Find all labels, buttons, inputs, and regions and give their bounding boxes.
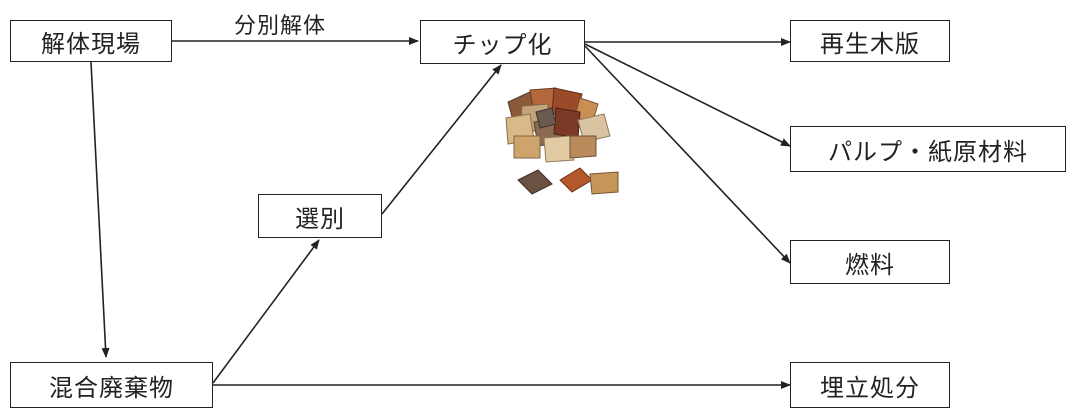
node-fuel: 燃料 bbox=[790, 240, 950, 284]
node-demolition-site: 解体現場 bbox=[10, 20, 172, 62]
arrow-chipping-to-pulp bbox=[584, 43, 791, 147]
edge-label-separate-demolition-text: 分別解体 bbox=[234, 14, 327, 39]
node-sorting: 選別 bbox=[258, 194, 382, 238]
node-chipping-label: チップ化 bbox=[452, 30, 553, 59]
node-recycled-board: 再生木版 bbox=[790, 20, 950, 62]
node-mixed-waste-label: 混合廃棄物 bbox=[49, 373, 174, 402]
arrow-demolition-to-mixed-waste bbox=[90, 61, 110, 358]
node-recycled-board-label: 再生木版 bbox=[820, 29, 920, 58]
edge-label-separate-demolition: 分別解体 bbox=[234, 8, 326, 40]
node-pulp-paper: パルプ・紙原材料 bbox=[790, 126, 1066, 172]
arrow-sorting-to-chipping bbox=[381, 64, 502, 215]
arrow-mixed-waste-to-sorting bbox=[212, 239, 320, 384]
node-sorting-label: 選別 bbox=[295, 204, 345, 233]
node-landfill-label: 埋立処分 bbox=[820, 373, 920, 402]
node-chipping: チップ化 bbox=[420, 20, 585, 64]
node-demolition-site-label: 解体現場 bbox=[41, 29, 141, 58]
wood-chips-pile-icon bbox=[505, 87, 619, 195]
arrow-chipping-to-fuel bbox=[584, 45, 791, 264]
node-pulp-paper-label: パルプ・紙原材料 bbox=[828, 137, 1028, 166]
node-landfill: 埋立処分 bbox=[790, 362, 950, 408]
node-fuel-label: 燃料 bbox=[845, 250, 895, 279]
node-mixed-waste: 混合廃棄物 bbox=[10, 362, 213, 408]
